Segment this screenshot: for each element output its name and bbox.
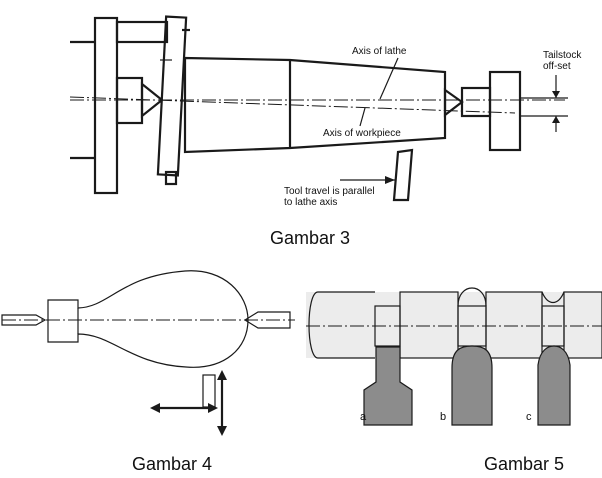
figure-5-diagram: a b c <box>306 287 602 426</box>
figure-5-caption: Gambar 5 <box>484 454 565 474</box>
profile-tool <box>202 374 216 408</box>
axis-of-workpiece-leader <box>359 107 366 127</box>
workpiece <box>183 56 447 154</box>
axis-of-lathe-label: Axis of lathe <box>352 46 407 57</box>
tailstock-label-line1: Tailstock <box>543 50 582 61</box>
tool-travel-label-line1: Tool travel is parallel <box>284 186 375 197</box>
figure-4-caption: Gambar 4 <box>132 454 213 474</box>
tool-travel-label-line2: to lathe axis <box>284 197 337 208</box>
tool-label-a: a <box>360 411 367 423</box>
figure-4-diagram <box>1 270 295 436</box>
axis-of-lathe-leader <box>379 57 399 100</box>
tool-label-b: b <box>440 411 446 423</box>
grooving-tool-c <box>537 345 571 426</box>
tool-label-c: c <box>526 411 532 423</box>
headstock <box>70 15 190 195</box>
tailstock-label-line2: off-set <box>543 61 571 72</box>
cutting-tool-fig3 <box>392 148 414 202</box>
figure-3-diagram: Axis of lathe Axis of workpiece Tailstoc… <box>69 15 582 208</box>
axis-of-workpiece-label: Axis of workpiece <box>323 128 401 139</box>
tailstock <box>443 70 522 152</box>
profiled-workpiece <box>47 270 249 368</box>
axis-of-workpiece <box>69 96 516 114</box>
grooving-tool-b <box>451 345 493 426</box>
figure-3-caption: Gambar 3 <box>270 228 351 248</box>
tailstock-offset-arrows <box>520 75 568 132</box>
grooving-tool-a <box>363 346 413 426</box>
